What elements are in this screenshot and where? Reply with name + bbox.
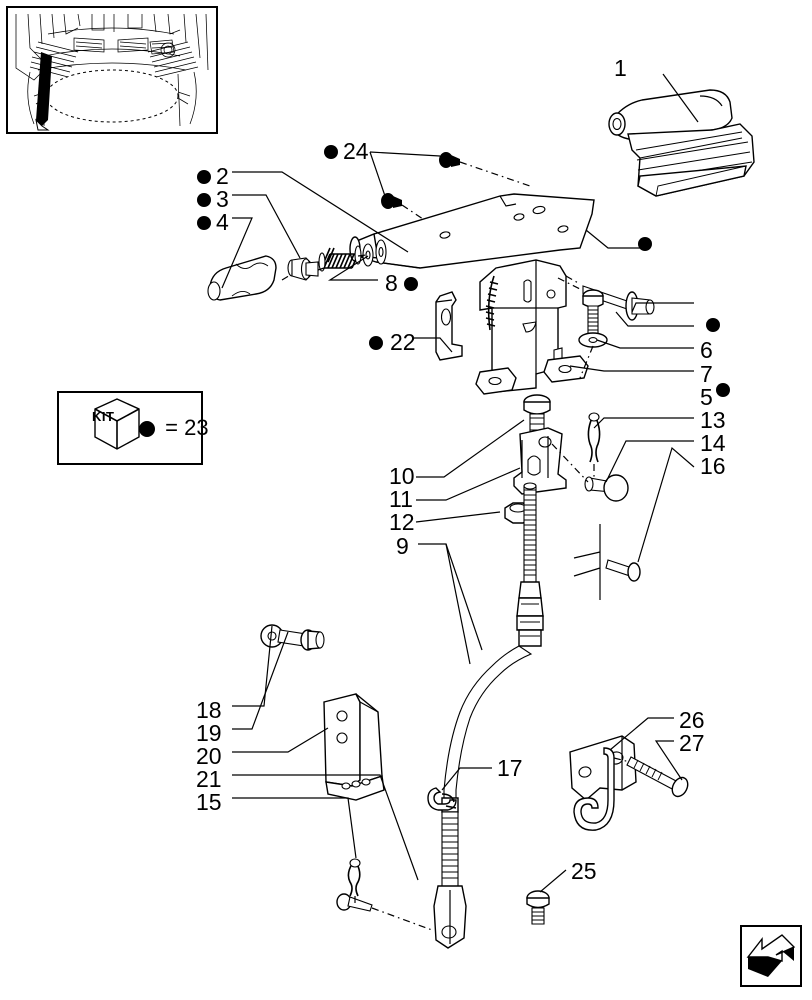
leader-19 bbox=[232, 631, 289, 730]
part-11-cable-bracket bbox=[513, 427, 567, 495]
callout-13: 13 bbox=[700, 407, 726, 433]
part-4-spring bbox=[318, 245, 362, 272]
callout-4: 4 bbox=[216, 209, 229, 235]
part-21-lower-clevis-pin bbox=[336, 893, 433, 931]
callout-27: 27 bbox=[679, 730, 705, 756]
leader-item1-bullet bbox=[615, 311, 694, 327]
leader-22 bbox=[414, 337, 453, 353]
callout-9: 9 bbox=[396, 533, 409, 559]
callout-19: 19 bbox=[196, 720, 222, 746]
callout-2: 2 bbox=[216, 163, 229, 189]
leader-8 bbox=[327, 255, 378, 281]
leader-12 bbox=[415, 511, 501, 523]
callout-22-bullet-icon bbox=[369, 336, 383, 350]
leader-2 bbox=[232, 171, 409, 253]
callout-4-bullet-icon bbox=[197, 216, 211, 230]
callout-5: 5 bbox=[700, 384, 713, 410]
leader-25 bbox=[539, 869, 567, 893]
leader-10 bbox=[416, 419, 525, 478]
callout-8-bullet-icon bbox=[404, 277, 418, 291]
leader-26 bbox=[609, 717, 674, 751]
standalone-bullet-item1 bbox=[638, 237, 652, 251]
leader-5 bbox=[569, 365, 694, 372]
leader-18 bbox=[232, 625, 273, 707]
direction-arrow-icon bbox=[740, 925, 802, 987]
leader-21 bbox=[232, 774, 419, 881]
leader-20 bbox=[232, 727, 329, 753]
kit-label: KIT bbox=[92, 409, 115, 424]
leader-3 bbox=[232, 194, 301, 259]
part-1-lever-boot bbox=[608, 89, 755, 197]
callout-8: 8 bbox=[385, 270, 398, 296]
part-16-bracket-bolt bbox=[573, 524, 641, 600]
callout-10: 10 bbox=[389, 463, 415, 489]
callout-11: 11 bbox=[389, 486, 413, 512]
part-25-mounting-screw bbox=[526, 890, 550, 925]
leader-17 bbox=[441, 767, 492, 791]
part-7-bolt-washer bbox=[578, 289, 608, 379]
leader-27 bbox=[654, 740, 683, 781]
kit-equals-text: = 23 bbox=[165, 415, 209, 440]
part-18-19-bolt-washer bbox=[260, 624, 325, 651]
leader-1 bbox=[662, 73, 699, 123]
part-9-brake-cable bbox=[433, 482, 544, 949]
part-6-pivot-pin bbox=[557, 275, 655, 321]
callout-22: 22 bbox=[390, 329, 416, 355]
standalone-bullet-item6 bbox=[706, 318, 720, 332]
callout-24: 24 bbox=[343, 138, 369, 164]
part-10-cable-bolt bbox=[523, 394, 551, 435]
callout-3: 3 bbox=[216, 186, 229, 212]
standalone-bullet-item5 bbox=[716, 383, 730, 397]
kit-equals-label: = 23 bbox=[139, 415, 209, 441]
callout-26: 26 bbox=[679, 707, 705, 733]
callout-17: 17 bbox=[497, 755, 523, 781]
part-20-angle-bracket bbox=[323, 693, 385, 801]
leader-4 bbox=[221, 217, 253, 289]
part-17-retaining-clip bbox=[427, 787, 457, 811]
callout-12: 12 bbox=[389, 509, 415, 535]
kit-bullet-icon bbox=[139, 421, 155, 437]
callout-1: 1 bbox=[614, 55, 627, 81]
callout-16: 16 bbox=[700, 453, 726, 479]
leader-16 bbox=[637, 446, 695, 563]
part-15-lower-cotter-pin bbox=[347, 858, 361, 906]
callout-18: 18 bbox=[196, 697, 222, 723]
leader-7 bbox=[596, 339, 694, 349]
callout-15: 15 bbox=[196, 789, 222, 815]
part-13-cotter-pin bbox=[587, 412, 601, 480]
callout-3-bullet-icon bbox=[197, 193, 211, 207]
callout-7: 7 bbox=[700, 361, 713, 387]
leader-24b bbox=[369, 151, 386, 197]
leader-6 bbox=[631, 302, 694, 313]
callout-21: 21 bbox=[196, 766, 222, 792]
leader-24a bbox=[369, 151, 441, 157]
part-26-hook-bracket bbox=[569, 735, 637, 831]
location-inset bbox=[6, 6, 218, 134]
callout-2-bullet-icon bbox=[197, 170, 211, 184]
leader-14 bbox=[605, 440, 694, 483]
part-27-hook-bolt bbox=[613, 756, 689, 798]
callout-6: 6 bbox=[700, 337, 713, 363]
part-22-pawl-plate bbox=[435, 291, 463, 361]
leader-9a bbox=[418, 543, 471, 665]
leader-15 bbox=[232, 797, 357, 859]
callout-24-bullet-icon bbox=[324, 145, 338, 159]
part-5-ratchet-bracket bbox=[475, 259, 589, 395]
kit-legend-box bbox=[57, 391, 203, 465]
callout-20: 20 bbox=[196, 743, 222, 769]
leader-1b bbox=[585, 229, 646, 249]
callout-14: 14 bbox=[700, 430, 726, 456]
leader-13 bbox=[593, 417, 694, 429]
part-3-plunger bbox=[287, 257, 319, 281]
callout-25: 25 bbox=[571, 858, 597, 884]
leader-11 bbox=[416, 467, 521, 501]
leader-9b bbox=[445, 543, 483, 651]
part-14-clevis-pin bbox=[551, 443, 629, 502]
part-2-handle bbox=[207, 255, 277, 301]
